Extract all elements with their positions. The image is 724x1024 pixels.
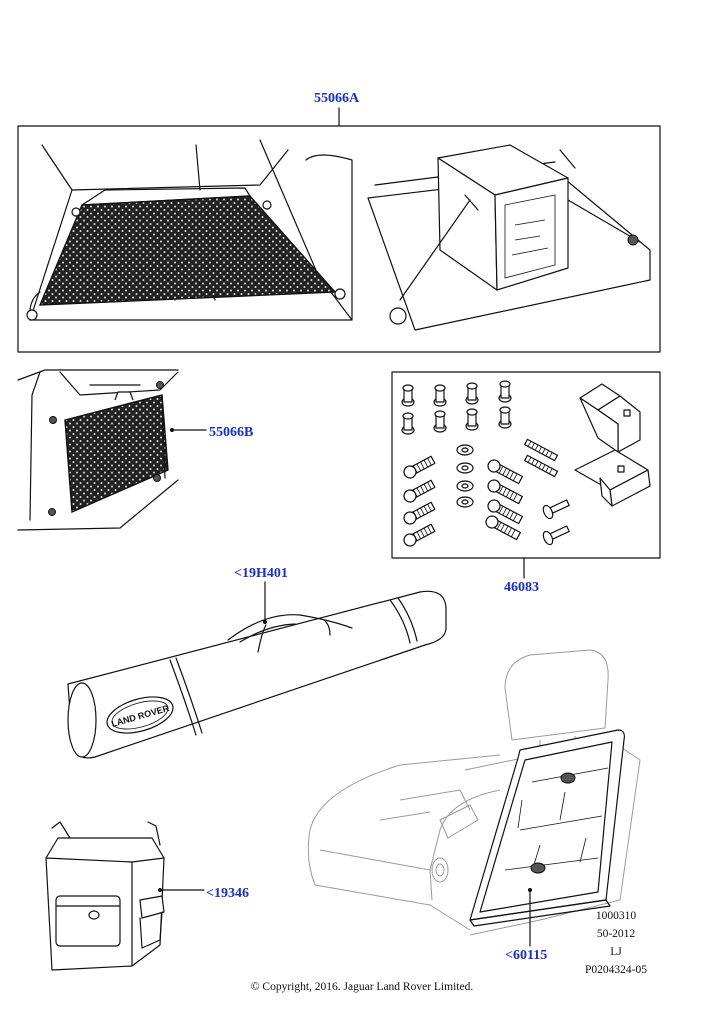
- washers: [456, 444, 474, 508]
- ref-line-1: 1000310: [595, 910, 637, 922]
- brackets: [574, 383, 651, 507]
- hook-icon: [334, 288, 346, 300]
- hook-icon: [26, 309, 38, 321]
- callout-19h401[interactable]: <19H401: [234, 566, 288, 581]
- callout-46083[interactable]: 46083: [504, 580, 539, 595]
- panel-46083: [391, 371, 661, 559]
- hanging-bag-illustration: [45, 821, 165, 971]
- land-rover-logo-icon: [106, 696, 174, 734]
- ref-line-4: P0204324-05: [585, 964, 647, 976]
- ref-line-3: LJ: [610, 946, 622, 958]
- callout-19346[interactable]: <19346: [206, 886, 249, 901]
- panel-55066a: [17, 125, 661, 353]
- ski-bag-illustration: LAND ROVER: [67, 590, 447, 759]
- ref-line-2: 50-2012: [596, 928, 636, 940]
- hook-icon: [71, 207, 81, 217]
- copyright-notice: © Copyright, 2016. Jaguar Land Rover Lim…: [250, 981, 474, 993]
- floor-net-illustration: [26, 139, 353, 321]
- bolts: [403, 438, 570, 547]
- side-net-illustration: [17, 369, 179, 531]
- callout-60115[interactable]: <60115: [505, 948, 548, 963]
- kit-frame: [391, 371, 661, 559]
- callout-55066a[interactable]: 55066A: [314, 91, 360, 106]
- tie-down-illustration: [367, 144, 651, 331]
- anchor-ring-icon: [389, 307, 407, 325]
- callout-55066b[interactable]: 55066B: [209, 425, 254, 440]
- seat-organiser-illustration: [307, 649, 641, 936]
- hook-icon: [262, 200, 272, 210]
- rivet-nuts: [401, 380, 512, 435]
